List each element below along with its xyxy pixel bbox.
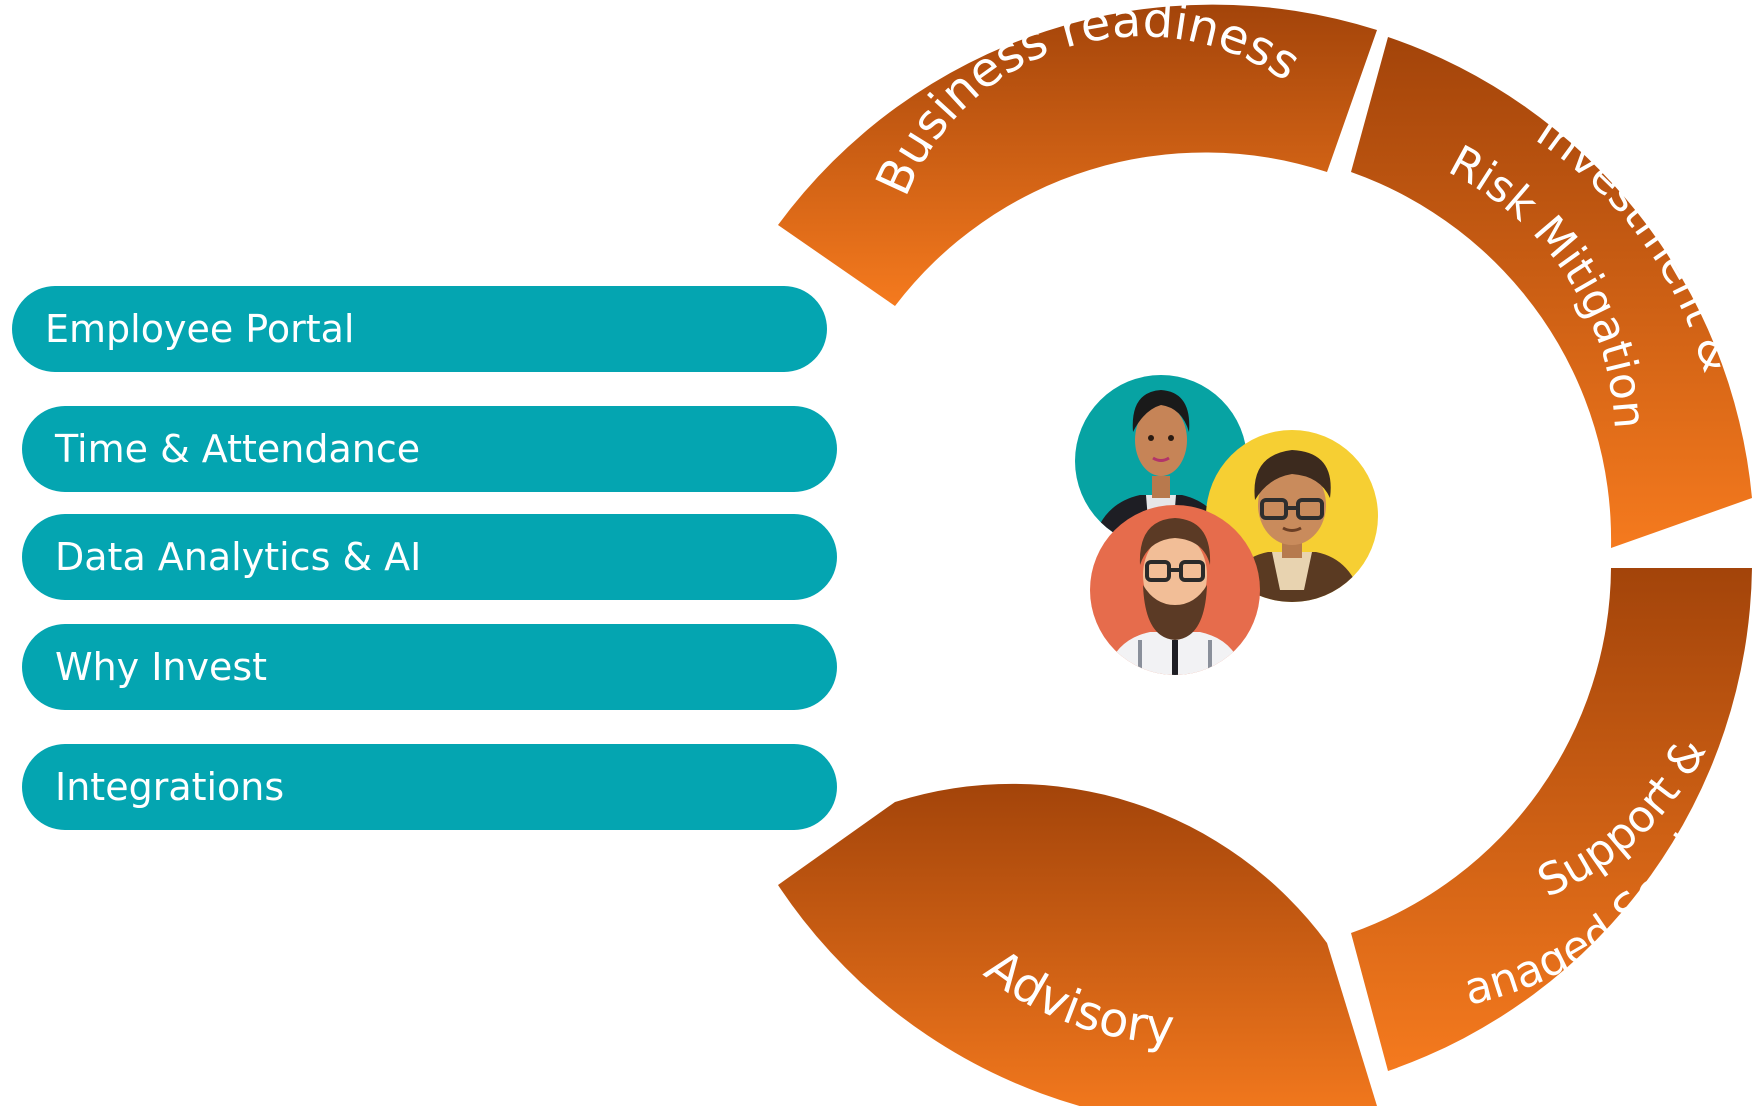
bearded-man-avatar: [1090, 505, 1260, 675]
menu-item-time-attendance[interactable]: Time & Attendance: [22, 406, 837, 492]
menu-item-label: Data Analytics & AI: [55, 535, 422, 579]
menu-item-label: Integrations: [55, 765, 285, 809]
ring-segment-business-readiness[interactable]: [778, 4, 1377, 306]
ring-segment-support-managed[interactable]: [1351, 568, 1752, 1071]
menu-item-data-analytics[interactable]: Data Analytics & AI: [22, 514, 837, 600]
menu-item-label: Why Invest: [55, 645, 268, 689]
ring-segment-investment-risk[interactable]: [1351, 37, 1752, 548]
ring-segment-advisory[interactable]: [778, 783, 1377, 1106]
menu-item-label: Time & Attendance: [55, 427, 421, 471]
menu-item-employee-portal[interactable]: Employee Portal: [12, 286, 827, 372]
menu-item-label: Employee Portal: [45, 307, 355, 351]
menu-item-integrations[interactable]: Integrations: [22, 744, 837, 830]
menu-item-why-invest[interactable]: Why Invest: [22, 624, 837, 710]
